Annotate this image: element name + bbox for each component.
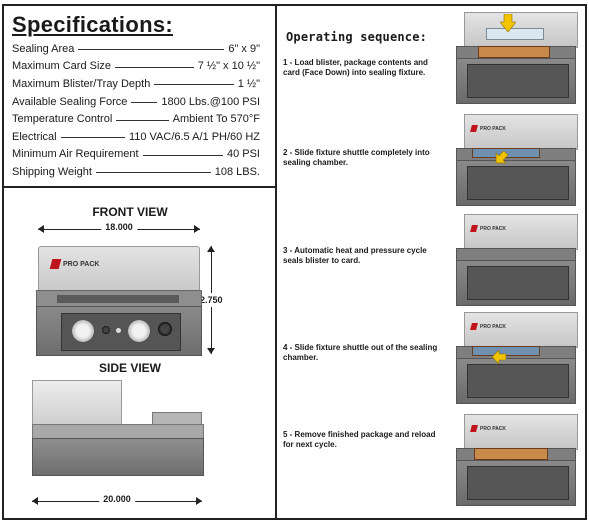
loaded-tray	[478, 46, 550, 58]
step-4-text: 4 - Slide fixture shuttle out of the sea…	[283, 343, 438, 362]
logo-text: PRO PACK	[480, 425, 507, 432]
step-3-text: 3 - Automatic heat and pressure cycle se…	[283, 246, 427, 265]
front-height-dimension: 12.750	[195, 246, 223, 354]
leader-line	[78, 49, 225, 51]
spec-label: Sealing Area	[12, 42, 75, 55]
front-width-dimension: 18.000	[38, 222, 200, 234]
pro-pack-logo: PRO PACK	[49, 259, 100, 269]
machine-lid: PRO PACK	[464, 414, 578, 450]
machine-base	[456, 160, 576, 206]
machine-lid: PRO PACK	[464, 312, 578, 348]
knob-icon	[102, 326, 110, 334]
spec-label: Electrical	[12, 130, 57, 143]
machine-lid: PRO PACK	[38, 246, 200, 292]
spec-label: Maximum Card Size	[12, 60, 112, 73]
side-width-label: 20.000	[99, 494, 135, 504]
leader-line	[115, 66, 194, 68]
logo-text: PRO PACK	[480, 125, 507, 132]
front-width-label: 18.000	[101, 222, 137, 232]
spec-label: Available Sealing Force	[12, 95, 128, 108]
spec-row: Minimum Air Requirement 40 PSI	[12, 146, 260, 164]
loaded-tray	[472, 346, 540, 356]
spec-row: Maximum Blister/Tray Depth 1 ½"	[12, 75, 260, 93]
step-2-text: 2 - Slide fixture shuttle completely int…	[283, 148, 430, 167]
machine-base	[456, 260, 576, 306]
step-4-image: PRO PACK	[452, 312, 578, 404]
step-5-image: PRO PACK	[452, 414, 578, 506]
specifications-title: Specifications:	[12, 12, 173, 37]
down-arrow-icon	[500, 14, 516, 32]
step-3-image: PRO PACK	[452, 214, 578, 306]
leader-line	[131, 102, 158, 104]
leader-line	[60, 137, 125, 139]
spec-label: Shipping Weight	[12, 165, 92, 178]
horizontal-divider	[2, 186, 277, 188]
machine-base	[36, 306, 202, 356]
spec-value: 6" x 9"	[228, 42, 260, 55]
power-switch-icon	[158, 322, 172, 336]
spec-value: 108 LBS.	[214, 165, 260, 178]
spec-row: Maximum Card Size 7 ½" x 10 ½"	[12, 58, 260, 76]
leader-line	[116, 119, 169, 121]
vertical-divider	[275, 4, 277, 520]
step-1-image	[452, 12, 578, 104]
control-panel	[61, 313, 181, 351]
pull-out-arrow-icon	[492, 350, 506, 364]
spec-value: 40 PSI	[226, 148, 260, 161]
spec-row: Electrical 110 VAC/6.5 A/1 PH/60 HZ	[12, 128, 260, 146]
page-frame	[2, 4, 587, 520]
pressure-gauge-icon	[128, 320, 150, 342]
operating-sequence-title: Operating sequence:	[286, 30, 428, 44]
spec-row: Shipping Weight 108 LBS.	[12, 163, 260, 181]
machine-base-side	[32, 438, 204, 476]
leader-line	[95, 172, 211, 174]
spec-value: 7 ½" x 10 ½"	[197, 60, 260, 73]
spec-row: Available Sealing Force 1800 Lbs.@100 PSI	[12, 93, 260, 111]
machine-base	[456, 358, 576, 404]
logo-text: PRO PACK	[480, 225, 507, 232]
logo-text: PRO PACK	[63, 260, 100, 268]
machine-lid: PRO PACK	[464, 114, 578, 150]
machine-base	[456, 460, 576, 506]
pro-pack-logo: PRO PACK	[470, 425, 507, 432]
spec-label: Minimum Air Requirement	[12, 148, 139, 161]
blister-card	[486, 28, 544, 40]
machine-lid-side	[32, 380, 122, 426]
specifications-list: Sealing Area 6" x 9" Maximum Card Size 7 ½…	[12, 40, 260, 181]
front-view-machine: PRO PACK	[36, 246, 202, 356]
pro-pack-logo: PRO PACK	[470, 125, 507, 132]
step-5-text: 5 - Remove finished package and reload f…	[283, 430, 436, 449]
side-width-dimension: 20.000	[32, 494, 202, 506]
front-view-title: FRONT VIEW	[92, 205, 168, 219]
spec-label: Temperature Control	[12, 113, 113, 126]
machine-lid: PRO PACK	[464, 214, 578, 250]
leader-line	[142, 154, 223, 156]
pro-pack-logo: PRO PACK	[470, 225, 507, 232]
step-2-image: PRO PACK	[452, 114, 578, 206]
spec-value: 1800 Lbs.@100 PSI	[161, 95, 260, 108]
indicator-light-icon	[116, 328, 121, 333]
push-in-arrow-icon	[495, 151, 508, 164]
leader-line	[154, 84, 234, 86]
spec-label: Maximum Blister/Tray Depth	[12, 77, 151, 90]
spec-value: 110 VAC/6.5 A/1 PH/60 HZ	[128, 130, 260, 143]
pro-pack-logo: PRO PACK	[470, 323, 507, 330]
side-view-title: SIDE VIEW	[98, 361, 161, 375]
spec-value: 1 ½"	[237, 77, 260, 90]
machine-base	[456, 58, 576, 104]
side-view-machine	[32, 380, 204, 476]
temperature-gauge-icon	[72, 320, 94, 342]
step-1-text: 1 - Load blister, package contents and c…	[283, 58, 428, 77]
spec-value: Ambient To 570°F	[172, 113, 260, 126]
finished-package	[474, 448, 548, 460]
spec-row: Sealing Area 6" x 9"	[12, 40, 260, 58]
spec-row: Temperature Control Ambient To 570°F	[12, 110, 260, 128]
logo-text: PRO PACK	[480, 323, 507, 330]
